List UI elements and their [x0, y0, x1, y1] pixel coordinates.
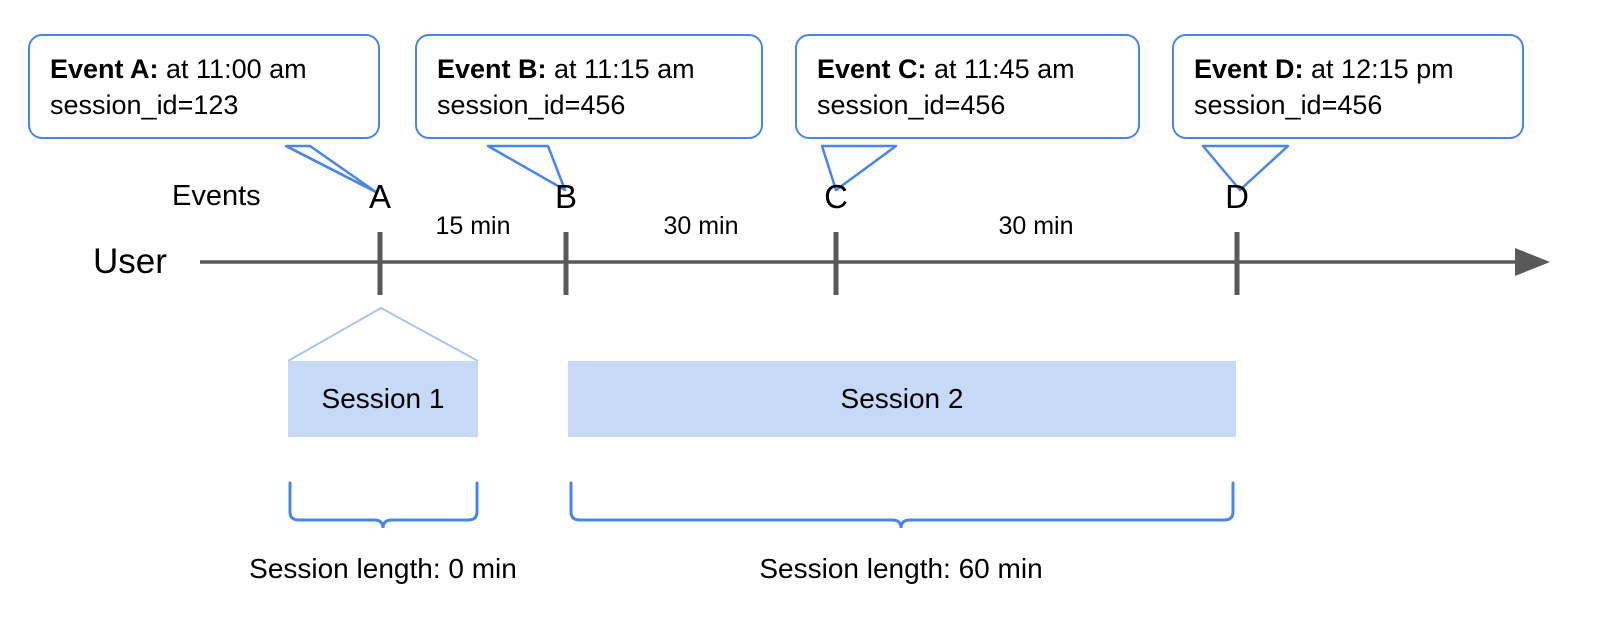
actor-label-user: User: [93, 242, 167, 281]
gap-label-b-c: 30 min: [663, 212, 739, 240]
event-letter-d: D: [1225, 178, 1249, 215]
callout-b-lead: Event B:: [437, 54, 547, 84]
gap-label-a-b: 15 min: [435, 212, 511, 240]
session-bar-2: Session 2: [568, 361, 1236, 437]
session-length-label-1: Session length: 0 min: [249, 553, 517, 584]
session-bar-1-label: Session 1: [321, 383, 445, 414]
callout-event-c: Event C: at 11:45 am session_id=456: [795, 34, 1140, 140]
callout-d-lead: Event D:: [1194, 54, 1304, 84]
callout-d-time: at 12:15 pm: [1303, 54, 1454, 84]
callout-b-time: at 11:15 am: [546, 54, 695, 84]
brace-session-2: [569, 481, 1235, 529]
session-bar-1: Session 1: [288, 361, 478, 437]
event-letter-c: C: [824, 178, 848, 215]
callout-a-session: session_id=123: [50, 89, 239, 120]
callout-d-session: session_id=456: [1194, 89, 1383, 120]
session-bar-2-label: Session 2: [840, 383, 964, 414]
callout-event-b: Event B: at 11:15 am session_id=456: [415, 34, 763, 140]
callout-a-time: at 11:00 am: [158, 54, 307, 84]
event-letter-a: A: [368, 178, 391, 215]
event-letter-b: B: [554, 178, 577, 215]
callout-c-lead: Event C:: [817, 54, 927, 84]
gap-label-c-d: 30 min: [998, 212, 1074, 240]
events-row-label: Events: [172, 180, 261, 212]
callout-c-time: at 11:45 am: [926, 54, 1075, 84]
callout-event-d: Event D: at 12:15 pm session_id=456: [1172, 34, 1524, 140]
callout-c-session: session_id=456: [817, 89, 1006, 120]
callout-b-session: session_id=456: [437, 89, 626, 120]
session-length-label-2: Session length: 60 min: [759, 553, 1043, 584]
callout-event-a: Event A: at 11:00 am session_id=123: [28, 34, 380, 140]
callout-a-lead: Event A:: [50, 54, 159, 84]
brace-session-1: [288, 481, 479, 529]
session1-taper: [287, 306, 479, 362]
